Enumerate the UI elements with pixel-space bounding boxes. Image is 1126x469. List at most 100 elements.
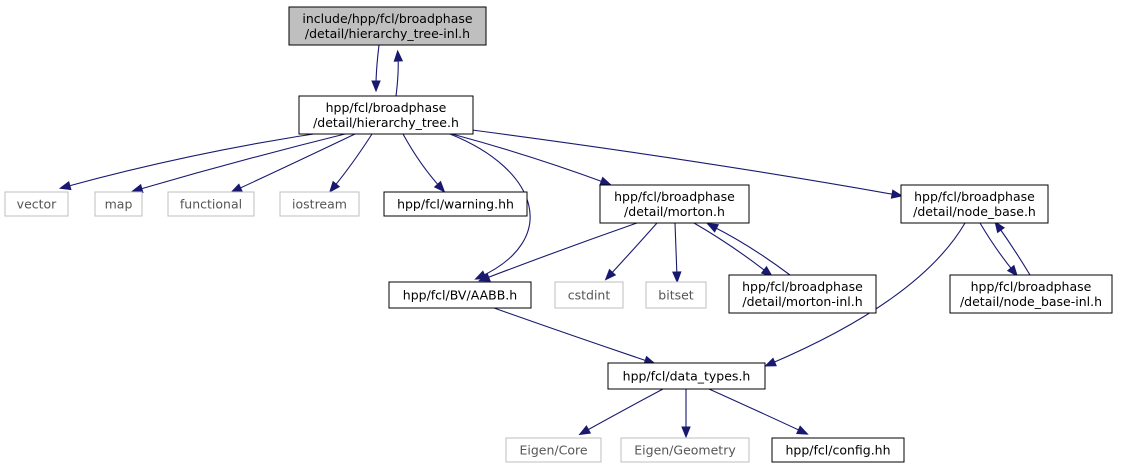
- edge-node_base-to-node_base_inl: [979, 222, 1019, 277]
- node-box: [554, 281, 624, 309]
- edge-line: [483, 222, 638, 280]
- edge-node_base-to-data_types: [764, 222, 966, 367]
- node-aabb[interactable]: hpp/fcl/BV/AABB.h: [388, 281, 532, 309]
- edge-arrowhead: [764, 357, 777, 367]
- node-box: [4, 191, 69, 217]
- node-box: [298, 95, 474, 135]
- node-box: [167, 191, 255, 217]
- edge-arrowhead: [478, 272, 491, 282]
- node-box: [279, 191, 360, 217]
- edge-hierarchy_tree-to-map: [130, 133, 346, 194]
- edge-arrowhead: [796, 425, 809, 435]
- edge-arrowhead: [994, 220, 1006, 234]
- edge-arrowhead: [130, 183, 144, 194]
- node-label: cstdint: [568, 288, 611, 303]
- edge-hierarchy_tree-to-iostream: [328, 133, 373, 193]
- edge-arrowhead: [599, 176, 612, 186]
- node-label: include/hpp/fcl/broadphase: [302, 11, 473, 26]
- edge-line: [583, 388, 664, 433]
- node-bitset: bitset: [645, 281, 707, 309]
- node-label: /detail/hierarchy_tree.h: [313, 115, 459, 130]
- node-box: [620, 437, 750, 463]
- node-eigen-core: Eigen/Core: [505, 437, 602, 463]
- node-label: hpp/fcl/broadphase: [914, 189, 1035, 204]
- edge-line: [395, 55, 399, 97]
- node-map: map: [94, 191, 143, 217]
- node-label: vector: [17, 197, 58, 212]
- node-label: map: [105, 197, 133, 212]
- edge-hierarchy_tree-to-warning: [402, 133, 446, 193]
- edge-hierarchy_tree-to-node_base: [471, 129, 904, 199]
- edge-line: [332, 133, 373, 189]
- edge-arrowhead: [1006, 264, 1019, 277]
- edge-aabb-to-data_types: [493, 307, 657, 365]
- edge-morton-to-cstdint: [604, 222, 658, 281]
- node-cstdint: cstdint: [554, 281, 624, 309]
- edge-data_types-to-eigen_core: [578, 388, 664, 436]
- edge-line: [235, 133, 356, 191]
- node-eigen-geometry: Eigen/Geometry: [620, 437, 750, 463]
- edge-root-to-hierarchy_tree: [371, 44, 381, 93]
- edge-line: [451, 133, 607, 184]
- node-label: hpp/fcl/warning.hh: [397, 197, 514, 212]
- node-label: /detail/morton.h: [624, 204, 725, 219]
- node-warning[interactable]: hpp/fcl/warning.hh: [383, 191, 528, 217]
- node-label: /detail/hierarchy_tree-inl.h: [305, 26, 470, 41]
- edge-hierarchy_tree-to-root: [393, 49, 404, 97]
- nodes-layer: include/hpp/fcl/broadphase/detail/hierar…: [4, 6, 1113, 463]
- edge-line: [375, 44, 380, 87]
- edge-arrowhead: [230, 183, 243, 193]
- node-label: hpp/fcl/broadphase: [614, 189, 735, 204]
- edge-arrowhead: [681, 426, 691, 439]
- edge-line: [449, 133, 531, 278]
- edge-arrowhead: [58, 180, 72, 191]
- edge-morton-to-aabb: [478, 222, 638, 282]
- node-box: [505, 437, 602, 463]
- node-data-types[interactable]: hpp/fcl/data_types.h: [607, 362, 766, 390]
- edge-line: [64, 129, 341, 188]
- edge-arrowhead: [328, 180, 341, 193]
- node-label: hpp/fcl/broadphase: [742, 279, 863, 294]
- node-box: [388, 281, 532, 309]
- node-box: [645, 281, 707, 309]
- node-box: [288, 6, 487, 46]
- node-hierarchy-tree[interactable]: hpp/fcl/broadphase/detail/hierarchy_tree…: [298, 95, 474, 135]
- node-label: functional: [180, 197, 242, 212]
- node-node-base-inl[interactable]: hpp/fcl/broadphase/detail/node_base-inl.…: [949, 274, 1113, 314]
- node-box: [949, 274, 1113, 314]
- edge-line: [693, 222, 769, 274]
- node-config[interactable]: hpp/fcl/config.hh: [771, 437, 905, 463]
- edge-morton_inl-to-morton: [706, 223, 791, 276]
- edge-data_types-to-config: [708, 388, 809, 435]
- edge-arrowhead: [393, 49, 404, 62]
- node-label: Eigen/Core: [519, 443, 587, 458]
- edge-hierarchy_tree-to-morton: [451, 133, 612, 186]
- edge-line: [136, 133, 346, 191]
- node-morton-inl[interactable]: hpp/fcl/broadphase/detail/morton-inl.h: [728, 274, 877, 314]
- edge-arrowhead: [604, 268, 617, 281]
- edge-arrowhead: [578, 425, 592, 436]
- edge-arrowhead: [433, 180, 446, 193]
- edge-line: [608, 222, 658, 277]
- edge-data_types-to-eigen_geometry: [681, 389, 691, 439]
- edge-morton-to-bitset: [672, 222, 682, 284]
- node-box: [728, 274, 877, 314]
- node-vector: vector: [4, 191, 69, 217]
- node-label: /detail/node_base-inl.h: [960, 294, 1102, 309]
- edge-line: [769, 222, 966, 365]
- edge-arrowhead: [890, 189, 904, 199]
- node-root[interactable]: include/hpp/fcl/broadphase/detail/hierar…: [288, 6, 487, 46]
- edge-arrowhead: [672, 271, 682, 284]
- node-box: [900, 184, 1049, 224]
- node-box: [383, 191, 528, 217]
- node-label: /detail/node_base.h: [913, 204, 1036, 219]
- node-morton[interactable]: hpp/fcl/broadphase/detail/morton.h: [599, 184, 750, 224]
- edge-morton-to-morton_inl: [693, 222, 774, 277]
- node-label: iostream: [292, 197, 347, 212]
- edge-hierarchy_tree-to-vector: [58, 129, 341, 191]
- node-label: hpp/fcl/data_types.h: [623, 369, 751, 384]
- node-node-base[interactable]: hpp/fcl/broadphase/detail/node_base.h: [900, 184, 1049, 224]
- node-label: hpp/fcl/broadphase: [326, 100, 447, 115]
- node-box: [94, 191, 143, 217]
